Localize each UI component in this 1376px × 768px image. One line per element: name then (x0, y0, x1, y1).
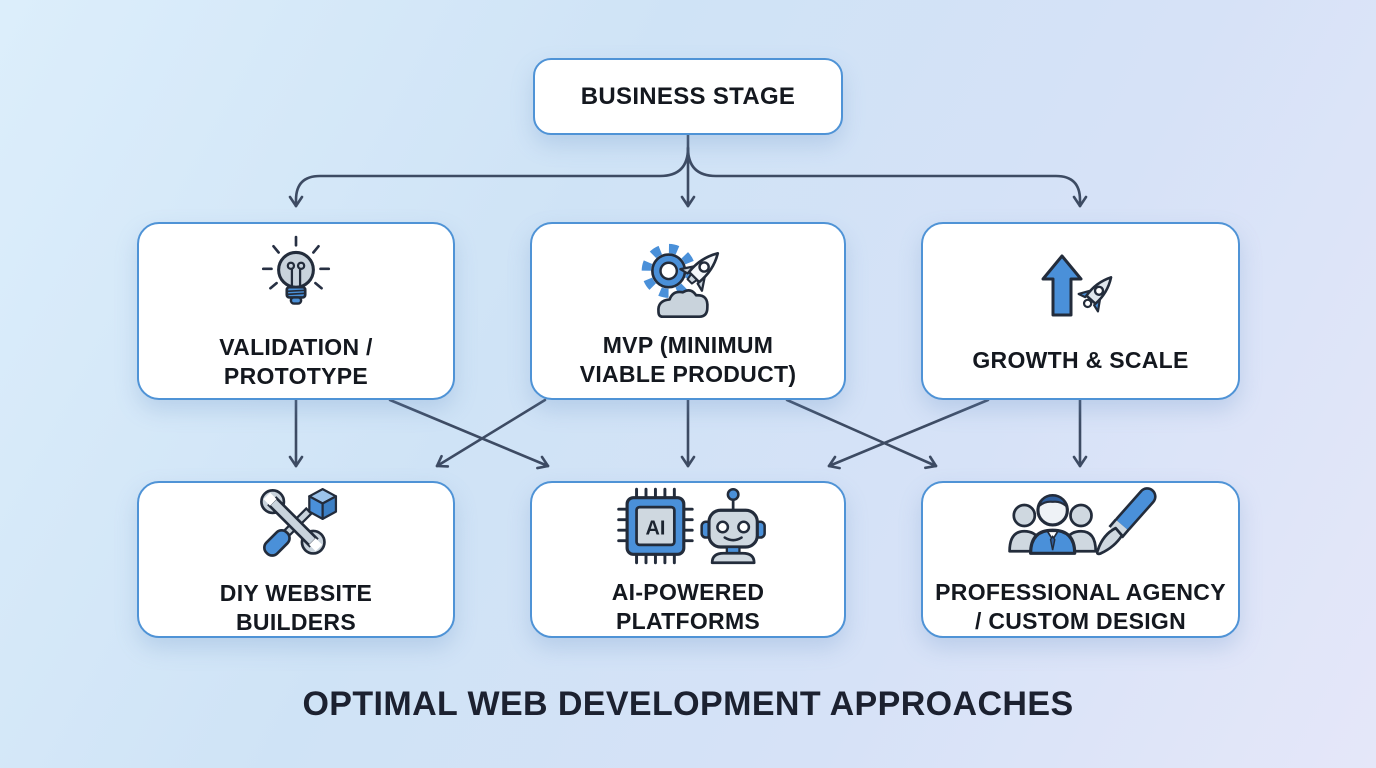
business-stage-label: BUSINESS STAGE (580, 83, 796, 110)
arrow-validation-to-ai (388, 398, 550, 470)
ai-powered-platforms-node: AI AI-POWERED PLATFORMS (530, 481, 846, 638)
arrow-root-to-growth (686, 146, 1088, 208)
diy-website-builders-node: DIY WEBSITE BUILDERS (137, 481, 455, 638)
validation-prototype-label: VALIDATION / PROTOTYPE (219, 334, 373, 389)
team-paintbrush-icon (997, 484, 1165, 568)
validation-prototype-node: VALIDATION / PROTOTYPE (137, 222, 455, 400)
mvp-label: MVP (MINIMUM VIABLE PRODUCT) (579, 332, 797, 387)
gear-rocket-launch-icon (632, 233, 744, 321)
arrow-root-to-validation (288, 146, 690, 208)
lightbulb-icon (250, 231, 342, 323)
arrow-growth-to-ai (827, 398, 990, 470)
ai-chip-label: AI (645, 517, 665, 539)
ai-chip-robot-icon: AI (609, 484, 767, 568)
growth-scale-label: GROWTH & SCALE (972, 346, 1189, 373)
growth-arrow-rocket-icon (1031, 248, 1131, 336)
professional-agency-node: PROFESSIONAL AGENCY / CUSTOM DESIGN (921, 481, 1240, 638)
arrow-mvp-to-diy (435, 398, 547, 468)
professional-agency-label: PROFESSIONAL AGENCY / CUSTOM DESIGN (935, 578, 1226, 634)
growth-scale-node: GROWTH & SCALE (921, 222, 1240, 400)
diy-website-builders-label: DIY WEBSITE BUILDERS (219, 579, 373, 635)
business-stage-node: BUSINESS STAGE (533, 58, 843, 135)
arrow-mvp-to-agency (785, 398, 938, 470)
wrench-screwdriver-cube-icon (246, 483, 346, 569)
diagram-title: OPTIMAL WEB DEVELOPMENT APPROACHES (302, 685, 1074, 723)
ai-powered-platforms-label: AI-POWERED PLATFORMS (611, 578, 765, 634)
mvp-node: MVP (MINIMUM VIABLE PRODUCT) (530, 222, 846, 400)
